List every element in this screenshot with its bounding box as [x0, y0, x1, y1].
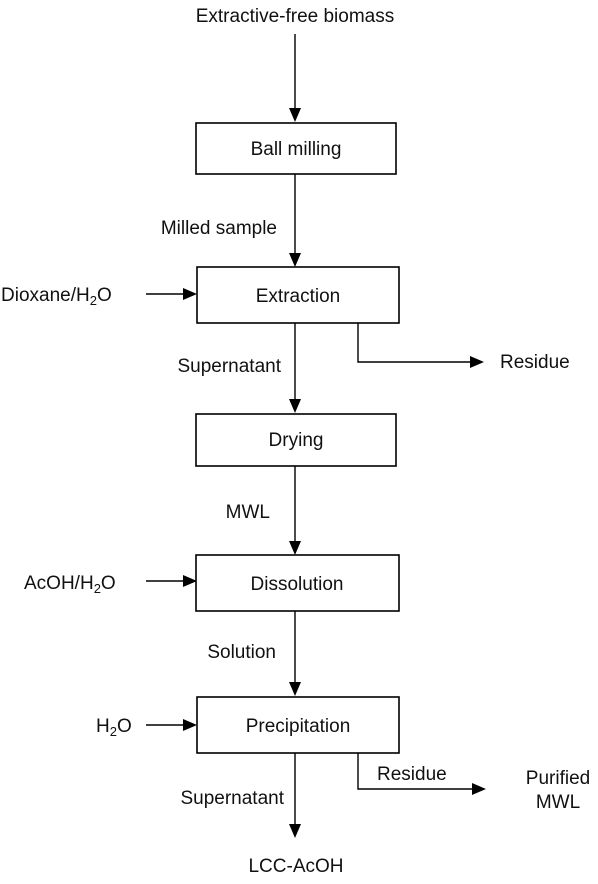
- arrowhead-precipitation: [289, 682, 301, 696]
- arrow-precipitation-to-purified-mwl: [357, 753, 472, 790]
- drying-box: [195, 413, 397, 467]
- dissolution-label: Dissolution: [251, 574, 344, 595]
- flow-label-residue-2: Residue: [377, 764, 447, 785]
- ball-milling-box: [195, 122, 397, 175]
- flow-label-mwl: MWL: [226, 502, 270, 523]
- arrow-extraction-to-residue: [357, 323, 470, 363]
- arrowhead-extraction: [289, 253, 301, 267]
- arrowhead-dissolution: [289, 541, 301, 555]
- extraction-label: Extraction: [256, 286, 340, 307]
- precipitation-box: [196, 696, 400, 754]
- arrowhead-ball-milling: [289, 108, 301, 122]
- arrowhead-dioxane: [183, 288, 197, 300]
- input-label: Extractive-free biomass: [196, 6, 395, 27]
- arrowhead-acoh: [183, 575, 197, 587]
- input-water: H2O: [96, 716, 132, 739]
- ball-milling-label: Ball milling: [251, 139, 342, 160]
- output-lcc-acoh: LCC-AcOH: [248, 856, 343, 877]
- output-residue-1: Residue: [500, 352, 570, 373]
- dissolution-box: [195, 554, 400, 612]
- arrowhead-water: [183, 719, 197, 731]
- arrowhead-residue-1: [470, 356, 484, 368]
- input-acoh-water: AcOH/H2O: [24, 573, 116, 596]
- input-dioxane-water: Dioxane/H2O: [1, 285, 112, 308]
- extraction-box: [196, 266, 400, 324]
- flow-label-supernatant-2: Supernatant: [180, 788, 284, 809]
- output-purified-mwl-line2: MWL: [536, 792, 580, 813]
- arrowhead-lcc: [289, 824, 301, 838]
- arrowhead-drying: [289, 399, 301, 413]
- precipitation-label: Precipitation: [246, 716, 351, 737]
- drying-label: Drying: [269, 430, 324, 451]
- output-purified-mwl-line1: Purified: [526, 768, 590, 789]
- flow-label-solution: Solution: [207, 642, 276, 663]
- flow-label-supernatant-1: Supernatant: [177, 356, 281, 377]
- flow-label-milled-sample: Milled sample: [161, 218, 277, 239]
- arrowhead-purified-mwl: [472, 783, 486, 795]
